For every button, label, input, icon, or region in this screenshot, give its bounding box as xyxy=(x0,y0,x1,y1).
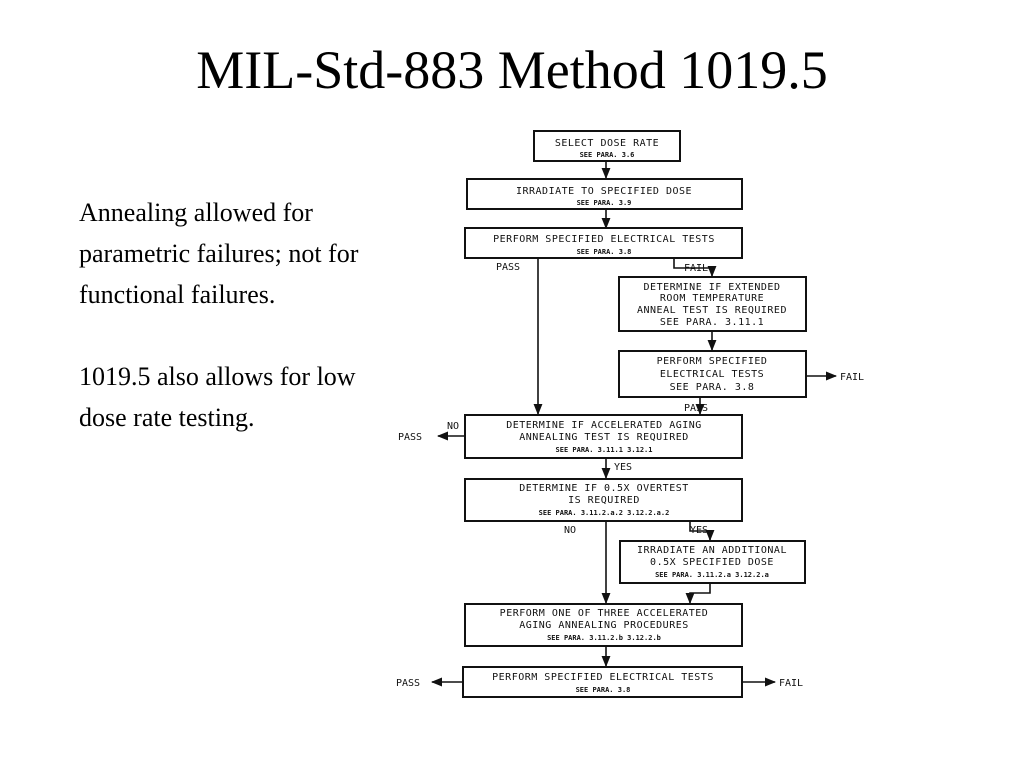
step-ref: SEE PARA. 3.11.2.b 3.12.2.b xyxy=(547,634,661,642)
step-aging-procedures: PERFORM ONE OF THREE ACCELERATED AGING A… xyxy=(464,603,743,647)
step-text: DETERMINE IF 0.5X OVERTEST xyxy=(519,483,689,494)
step-box xyxy=(618,350,807,398)
step-overtest: DETERMINE IF 0.5X OVERTEST IS REQUIRED S… xyxy=(464,478,743,522)
step-ref: SEE PARA. 3.6 xyxy=(580,151,635,159)
step-box xyxy=(464,603,743,647)
label-pass: PASS xyxy=(398,432,422,443)
step-irradiate: IRRADIATE TO SPECIFIED DOSE SEE PARA. 3.… xyxy=(466,178,743,210)
label-yes: YES xyxy=(614,462,632,473)
step-electrical-tests-1: PERFORM SPECIFIED ELECTRICAL TESTS SEE P… xyxy=(464,227,743,259)
note-annealing: Annealing allowed for parametric failure… xyxy=(79,198,359,309)
step-irradiate-additional: IRRADIATE AN ADDITIONAL 0.5X SPECIFIED D… xyxy=(619,540,806,584)
step-ref: SEE PARA. 3.11.2.a.2 3.12.2.a.2 xyxy=(539,509,670,517)
step-text: ANNEAL TEST IS REQUIRED xyxy=(637,305,787,316)
label-fail: FAIL xyxy=(779,678,803,689)
label-yes: YES xyxy=(690,525,708,536)
step-text: DETERMINE IF EXTENDED xyxy=(644,282,781,293)
step-text: SELECT DOSE RATE xyxy=(555,138,659,149)
label-no: NO xyxy=(564,525,576,536)
step-text: PERFORM SPECIFIED ELECTRICAL TESTS xyxy=(492,672,714,683)
step-text: AGING ANNEALING PROCEDURES xyxy=(519,620,689,631)
label-pass: PASS xyxy=(684,403,708,414)
step-text: ROOM TEMPERATURE xyxy=(660,293,764,304)
step-ref: SEE PARA. 3.9 xyxy=(577,199,632,207)
step-text: IRRADIATE AN ADDITIONAL xyxy=(637,545,787,556)
connectors xyxy=(430,161,838,687)
label-pass: PASS xyxy=(496,262,520,273)
step-text: SEE PARA. 3.11.1 xyxy=(660,317,764,328)
step-box xyxy=(466,178,743,210)
step-box xyxy=(533,130,681,162)
step-electrical-tests-2: PERFORM SPECIFIED ELECTRICAL TESTS SEE P… xyxy=(618,350,807,398)
step-extended-anneal: DETERMINE IF EXTENDED ROOM TEMPERATURE A… xyxy=(618,276,807,332)
step-text: PERFORM SPECIFIED xyxy=(657,356,768,367)
label-fail: FAIL xyxy=(684,263,708,274)
step-text: PERFORM ONE OF THREE ACCELERATED xyxy=(500,608,709,619)
step-ref: SEE PARA. 3.8 xyxy=(577,248,632,256)
step-ref: SEE PARA. 3.11.2.a 3.12.2.a xyxy=(655,571,769,579)
step-text: ELECTRICAL TESTS xyxy=(660,369,764,380)
step-text: PERFORM SPECIFIED ELECTRICAL TESTS xyxy=(493,234,715,245)
step-text: ANNEALING TEST IS REQUIRED xyxy=(519,432,689,443)
note-low-dose-rate: 1019.5 also allows for low dose rate tes… xyxy=(79,362,356,432)
arrow-tests1-fail xyxy=(673,258,717,278)
step-accelerated-aging: DETERMINE IF ACCELERATED AGING ANNEALING… xyxy=(464,414,743,459)
step-text: DETERMINE IF ACCELERATED AGING xyxy=(506,420,702,431)
step-text: 0.5X SPECIFIED DOSE xyxy=(650,557,774,568)
step-box xyxy=(618,276,807,332)
arrow-additional-to-aging xyxy=(685,583,711,605)
slide-title: MIL-Std-883 Method 1019.5 xyxy=(196,40,828,100)
label-pass: PASS xyxy=(396,678,420,689)
step-electrical-tests-final: PERFORM SPECIFIED ELECTRICAL TESTS SEE P… xyxy=(462,666,743,698)
notes-text: Annealing allowed for parametric failure… xyxy=(79,192,369,479)
step-text: SEE PARA. 3.8 xyxy=(670,382,755,393)
step-box xyxy=(462,666,743,698)
label-fail: FAIL xyxy=(840,372,864,383)
step-box xyxy=(464,478,743,522)
step-box xyxy=(464,227,743,259)
label-no: NO xyxy=(447,421,459,432)
step-ref: SEE PARA. 3.11.1 3.12.1 xyxy=(556,446,653,454)
step-select-dose-rate: SELECT DOSE RATE SEE PARA. 3.6 xyxy=(533,130,681,162)
arrow-overtest-yes xyxy=(689,521,715,542)
step-box xyxy=(464,414,743,459)
step-text: IS REQUIRED xyxy=(568,495,640,506)
step-ref: SEE PARA. 3.8 xyxy=(576,686,631,694)
step-text: IRRADIATE TO SPECIFIED DOSE xyxy=(516,186,692,197)
step-box xyxy=(619,540,806,584)
